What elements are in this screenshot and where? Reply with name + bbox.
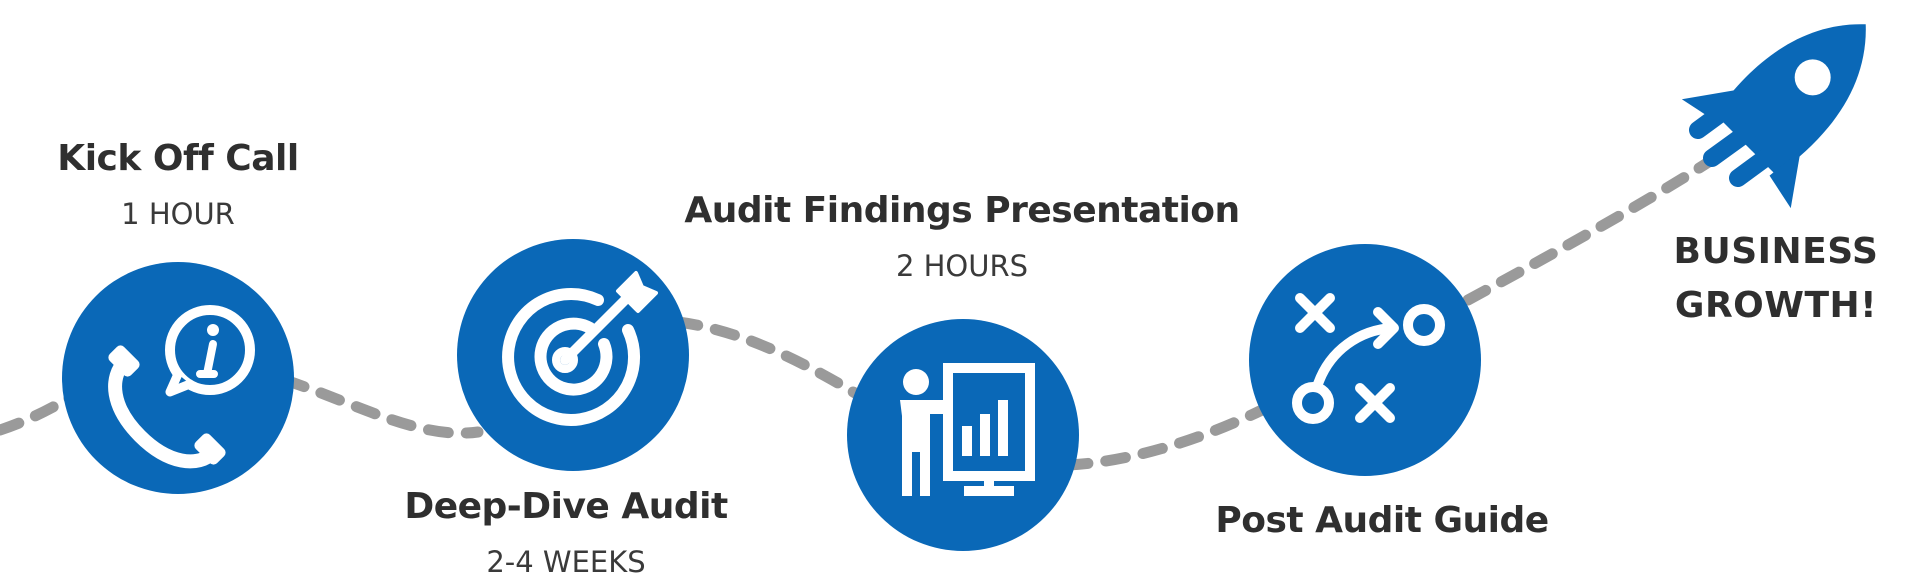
step-1-icon-group [62,262,294,494]
step-3-title: Audit Findings Presentation [684,190,1240,231]
step-2-icon-group [457,239,689,471]
step-4-icon-group [1249,244,1481,476]
goal-line-2: GROWTH! [1674,285,1878,326]
step-1-duration: 1 HOUR [121,197,235,231]
step-3-duration: 2 HOURS [895,249,1029,283]
strategy-play-icon [1292,293,1445,424]
goal-label: BUSINESS GROWTH! [1674,225,1879,333]
step-1-title: Kick Off Call [57,138,299,179]
step-4-circle [1249,244,1481,476]
target-arrow-icon [502,271,658,426]
presentation-icon [900,363,1035,496]
goal-line-1: BUSINESS [1673,231,1879,272]
step-3-icon-group [847,319,1079,551]
rocket-icon [1681,24,1866,209]
step-2-title: Deep-Dive Audit [404,486,728,527]
phone-info-icon [108,305,255,469]
step-4-title: Post Audit Guide [1215,500,1549,541]
step-2-duration: 2-4 WEEKS [486,545,646,579]
